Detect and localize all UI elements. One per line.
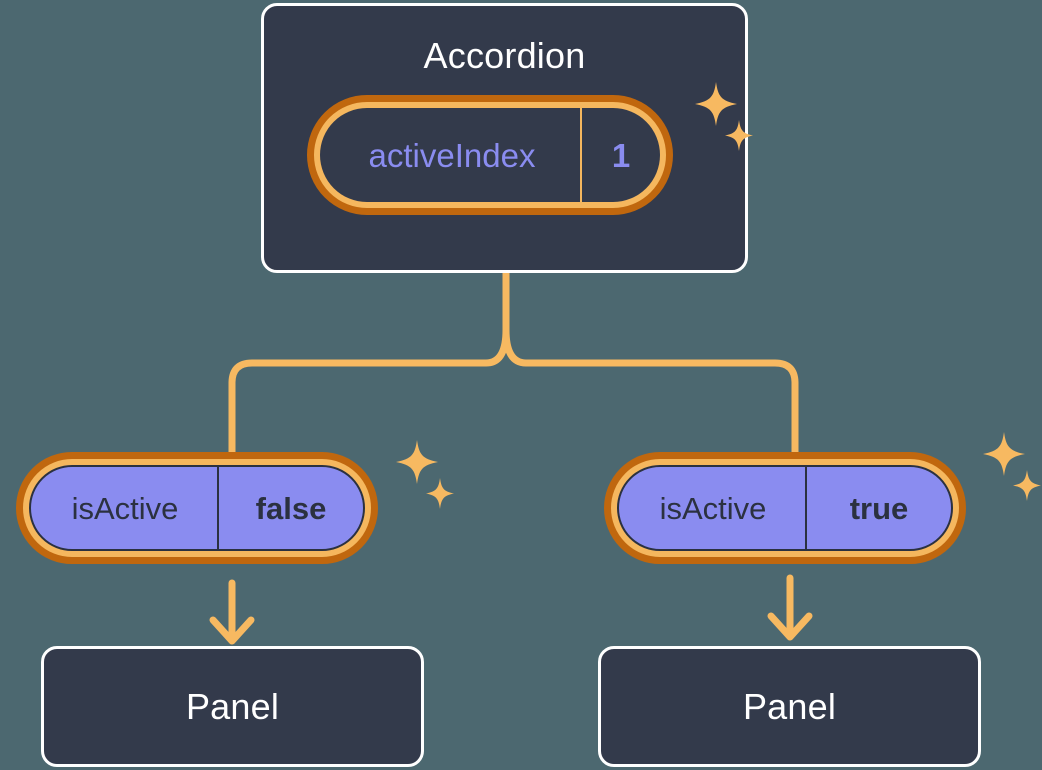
component-title: Accordion <box>423 35 586 76</box>
sparkle-4-point-large-icon <box>983 432 1025 476</box>
state-pill-body: isActive false <box>29 465 365 551</box>
sparkle-4-point-small-icon <box>1013 470 1041 501</box>
state-value: true <box>805 467 951 549</box>
sparkle-group-right <box>980 432 1042 504</box>
state-pill-isactive-false[interactable]: isActive false <box>16 452 378 564</box>
state-pill-frame: isActive false <box>16 452 378 564</box>
state-pill-activeindex[interactable]: activeIndex 1 <box>307 95 673 215</box>
arrow-down-icon-left <box>209 579 255 645</box>
state-value: false <box>217 467 363 549</box>
state-pill-isactive-true[interactable]: isActive true <box>604 452 966 564</box>
arrow-down-icon-right <box>767 574 813 641</box>
state-pill-frame: activeIndex 1 <box>307 95 673 215</box>
component-title: Panel <box>185 685 280 727</box>
sparkle-group-left <box>393 440 455 512</box>
state-pill-body: activeIndex 1 <box>320 108 660 202</box>
connector-root-split-right <box>502 269 799 456</box>
sparkle-4-point-small-icon <box>426 478 454 509</box>
state-pill-body: isActive true <box>617 465 953 551</box>
connector-root-split <box>228 269 510 456</box>
state-key: isActive <box>659 490 767 526</box>
state-key: isActive <box>71 490 179 526</box>
state-pill-frame: isActive true <box>604 452 966 564</box>
component-title: Panel <box>742 685 837 727</box>
sparkle-4-point-large-icon <box>396 440 438 484</box>
component-box-panel-left[interactable]: Panel <box>41 646 424 767</box>
state-value: 1 <box>580 108 660 202</box>
state-key: activeIndex <box>368 136 536 174</box>
component-box-panel-right[interactable]: Panel <box>598 646 981 767</box>
